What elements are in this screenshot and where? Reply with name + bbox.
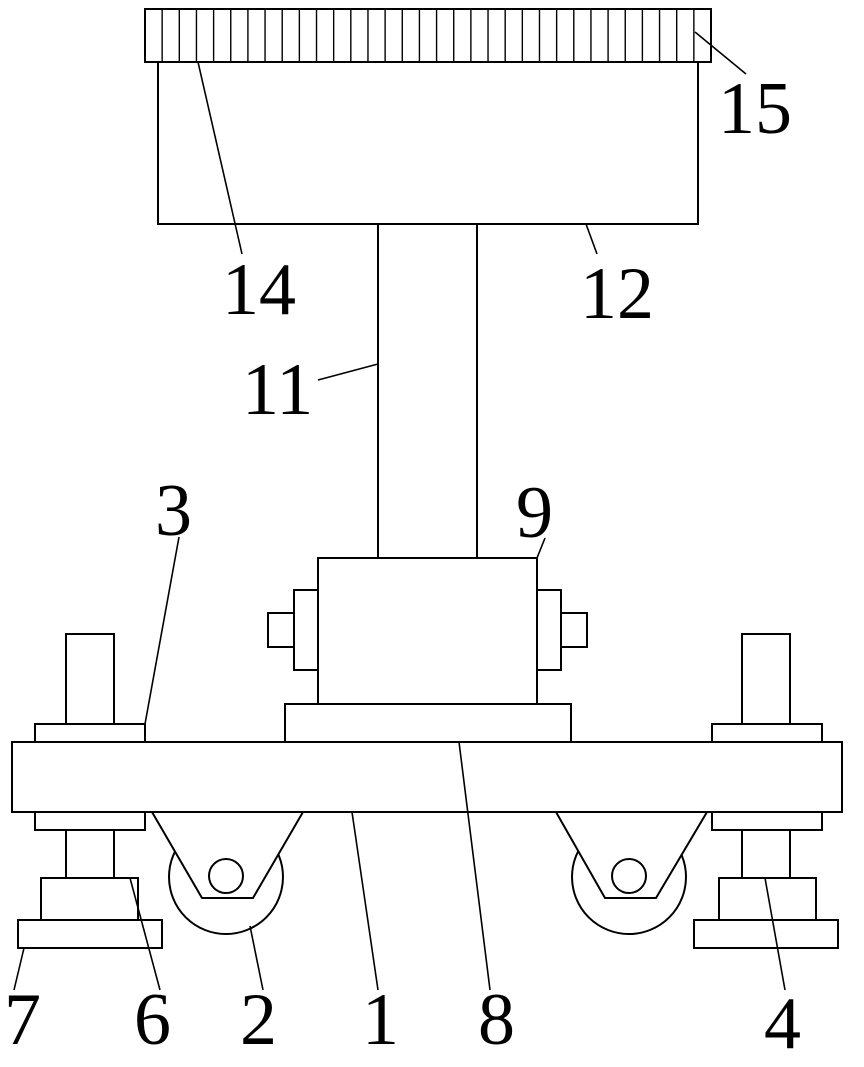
left-caster-wheel (152, 812, 303, 934)
label-11: 11 (242, 349, 313, 431)
base-plate (12, 742, 842, 812)
label-6: 6 (134, 979, 171, 1061)
label-2: 2 (240, 979, 277, 1061)
label-7: 7 (4, 979, 41, 1061)
motor-box (268, 558, 587, 704)
label-1: 1 (362, 979, 399, 1061)
label-3: 3 (155, 470, 192, 552)
mount-plate (285, 704, 571, 742)
serrated-strip (145, 9, 711, 62)
label-12: 12 (580, 253, 654, 335)
label-8: 8 (478, 979, 515, 1061)
top-housing (158, 62, 698, 224)
label-15: 15 (718, 68, 792, 150)
label-4: 4 (764, 983, 801, 1065)
label-9: 9 (516, 472, 553, 554)
vertical-column (378, 224, 477, 558)
right-caster-wheel (556, 812, 707, 934)
label-14: 14 (222, 249, 296, 331)
